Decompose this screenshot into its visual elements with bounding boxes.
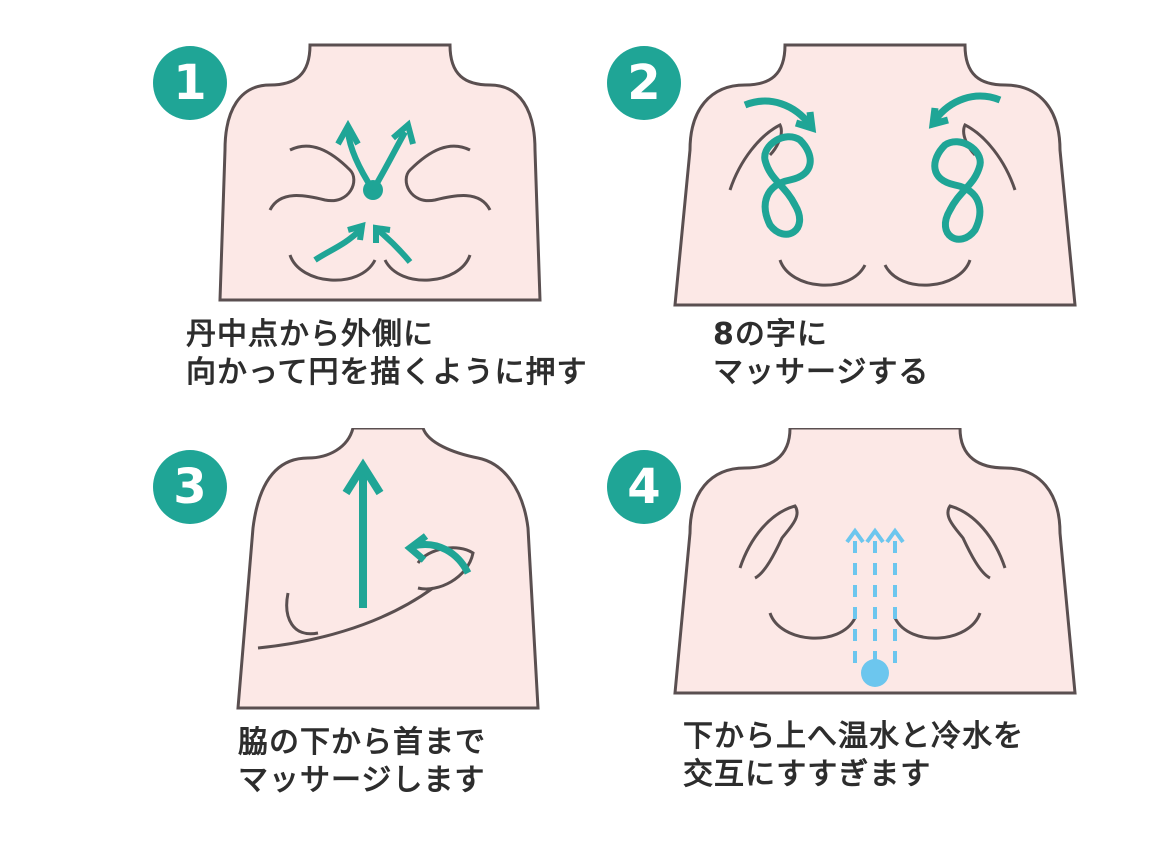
step-number-badge: 1 [153, 46, 227, 120]
step-2-panel: 2 8の字に マッサージする [585, 0, 1170, 428]
step-number-badge: 3 [153, 450, 227, 524]
caption-line-2: 向かって円を描くように押す [186, 355, 588, 390]
step-caption: 下から上へ温水と冷水を 交互にすすぎます [683, 718, 1024, 794]
caption-line-1: 8の字に [713, 317, 828, 352]
step-caption: 脇の下から首まで マッサージします [238, 724, 486, 800]
caption-line-1: 下から上へ温水と冷水を [683, 719, 1024, 754]
shower-head-dot [861, 659, 889, 687]
step-caption: 丹中点から外側に 向かって円を描くように押す [186, 316, 588, 392]
step-caption: 8の字に マッサージする [713, 316, 929, 392]
torso-illustration [218, 43, 542, 302]
torso-illustration [673, 43, 1077, 307]
step-1-panel: 1 丹中点から外側に 向かって円を描くように押す [0, 0, 588, 428]
caption-line-2: マッサージします [238, 763, 486, 798]
caption-line-2: マッサージする [713, 355, 930, 390]
torso-illustration [673, 428, 1077, 695]
caption-line-2: 交互にすすぎます [683, 757, 932, 792]
step-number-badge: 4 [607, 450, 681, 524]
step-3-panel: 3 脇の下から首まで マッサージします [0, 428, 585, 856]
torso-illustration [236, 428, 540, 710]
caption-line-1: 丹中点から外側に [186, 317, 434, 352]
step-4-panel: 4 下から上へ温水と冷水を 交互にすすぎます [585, 428, 1170, 856]
water-flow-lines [845, 527, 905, 663]
caption-line-1: 脇の下から首まで [238, 725, 486, 760]
step-number-badge: 2 [607, 46, 681, 120]
